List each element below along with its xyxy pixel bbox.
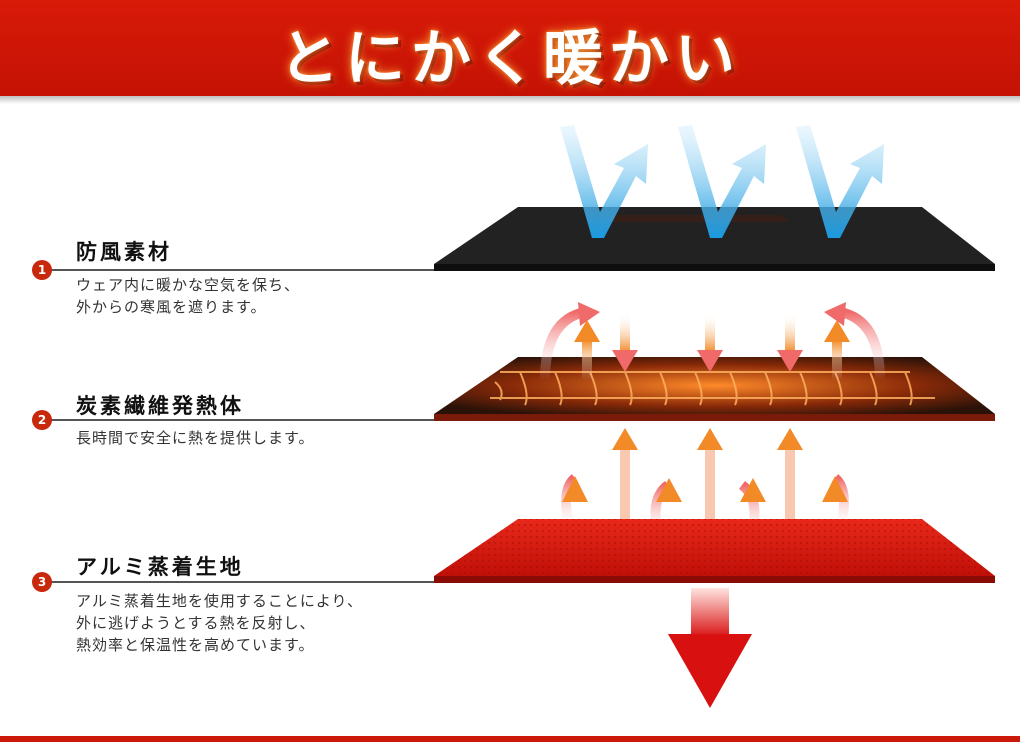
layer-2-desc-line: 長時間で安全に熱を提供します。 — [76, 429, 315, 447]
layer-1-number-badge: 1 — [32, 260, 52, 280]
wind-arrow-3 — [796, 125, 884, 238]
layer-3-desc-line: 外に逃げようとする熱を反射し、 — [76, 614, 316, 632]
layer-1-desc-line: 外からの寒風を遮ります。 — [76, 298, 267, 316]
wind-arrow-2 — [678, 125, 766, 238]
layer-3-desc-line: 熱効率と保温性を高めています。 — [76, 636, 315, 654]
layer-3-title: アルミ蒸着生地 — [76, 555, 244, 579]
layer-2-number-badge: 2 — [32, 410, 52, 430]
wind-deflect-arrows — [560, 125, 884, 238]
big-down-arrow — [668, 588, 752, 708]
layer-1-desc-line: ウェア内に暖かな空気を保ち、 — [76, 276, 301, 294]
layer-2-title: 炭素繊維発熱体 — [76, 394, 244, 418]
page-title: とにかく暖かい — [279, 24, 741, 94]
layer-3-number-badge: 3 — [32, 572, 52, 592]
layer-1-title: 防風素材 — [76, 240, 172, 264]
title-banner — [0, 0, 1020, 96]
banner-shadow — [0, 96, 1020, 104]
bottom-bar — [0, 736, 1020, 742]
layer-3-aluminum-sheet — [434, 519, 995, 583]
layer-3-description: アルミ蒸着生地を使用することにより、 外に逃げようとする熱を反射し、 熱効率と保… — [76, 590, 363, 656]
layer-2-description: 長時間で安全に熱を提供します。 — [76, 427, 315, 449]
wind-arrow-1 — [560, 125, 648, 238]
layer-1-description: ウェア内に暖かな空気を保ち、 外からの寒風を遮ります。 — [76, 274, 300, 318]
heat-arrows-top — [540, 302, 885, 381]
layer-2-heater-sheet — [434, 357, 995, 421]
layer-3-desc-line: アルミ蒸着生地を使用することにより、 — [76, 592, 363, 610]
